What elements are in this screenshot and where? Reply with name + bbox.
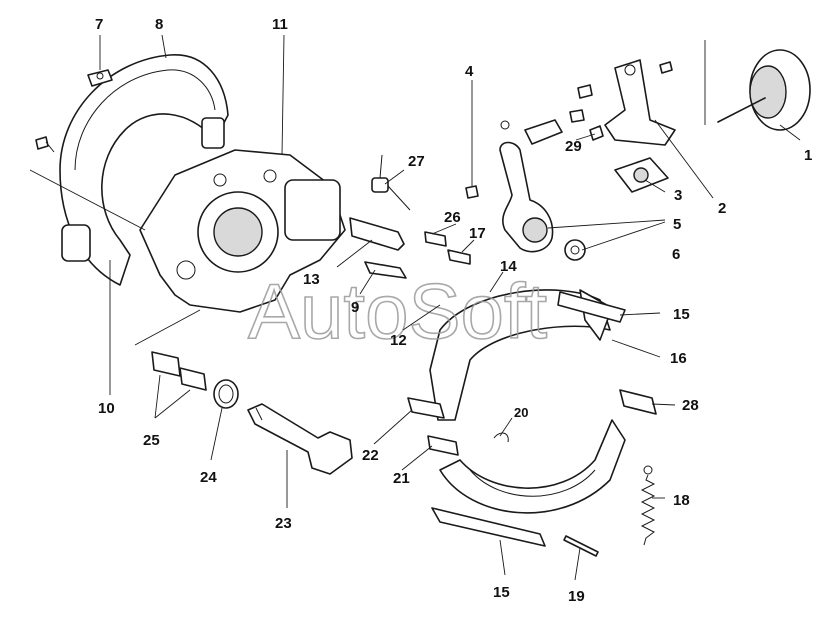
nut-part-29 — [589, 125, 604, 141]
callout-24: 24 — [200, 469, 217, 486]
clevis-icon — [500, 119, 563, 145]
callout-9: 9 — [351, 299, 359, 316]
brake-lining-part-15-lower — [431, 507, 546, 547]
callout-2: 2 — [718, 200, 726, 217]
pin-part-19 — [563, 535, 599, 557]
callout-20: 20 — [514, 405, 528, 420]
callout-1: 1 — [804, 147, 812, 164]
bolt-part-4 — [465, 185, 479, 199]
callout-4: 4 — [465, 63, 474, 80]
bushing-part-17 — [447, 249, 471, 265]
pin-part-9 — [364, 261, 407, 279]
callout-6: 6 — [672, 246, 680, 263]
callout-28: 28 — [682, 397, 699, 414]
callout-7: 7 — [95, 16, 103, 33]
seal-part-24 — [213, 379, 239, 409]
callout-17: 17 — [469, 225, 486, 242]
clip-part-20 — [493, 432, 509, 443]
dust-shield-part-8 — [59, 54, 229, 286]
grease-fitting-part-27 — [371, 154, 411, 211]
watermark: AutoSoft — [248, 267, 548, 355]
gasket-part-3 — [614, 157, 669, 193]
bushing-part-25 — [151, 351, 207, 391]
brake-carrier-part-11 — [139, 149, 346, 313]
callout-labels: 7 8 11 4 27 29 1 3 2 26 5 17 6 14 13 9 1… — [95, 16, 812, 605]
callout-15-lower: 15 — [493, 584, 510, 601]
washer-part-6 — [564, 239, 586, 261]
roller-part-28 — [619, 389, 657, 415]
callout-26: 26 — [444, 209, 461, 226]
callout-16: 16 — [670, 350, 687, 367]
callout-10: 10 — [98, 400, 115, 417]
callout-3: 3 — [674, 187, 682, 204]
callout-29: 29 — [565, 138, 582, 155]
callout-27: 27 — [408, 153, 425, 170]
slack-adjuster-part-5 — [499, 141, 554, 253]
roller-part-21 — [427, 435, 459, 456]
callout-22: 22 — [362, 447, 379, 464]
callout-15-upper: 15 — [673, 306, 690, 323]
bolt-icon — [35, 136, 55, 153]
callout-13: 13 — [303, 271, 320, 288]
brake-chamber-part-1 — [717, 49, 811, 131]
callout-25: 25 — [143, 432, 160, 449]
callout-21: 21 — [393, 470, 410, 487]
nut-part-7 — [87, 69, 113, 87]
callout-8: 8 — [155, 16, 163, 33]
camshaft-part-23 — [247, 403, 353, 475]
roller-part-22 — [407, 397, 445, 419]
callout-23: 23 — [275, 515, 292, 532]
screw-icon — [569, 61, 673, 123]
callout-19: 19 — [568, 588, 585, 605]
callout-18: 18 — [673, 492, 690, 509]
callout-11: 11 — [272, 16, 288, 33]
brake-lining-part-15-upper — [557, 291, 626, 323]
return-spring-part-18 — [640, 465, 656, 546]
lower-brake-shoe-icon — [439, 419, 626, 514]
leader-lines — [29, 34, 801, 581]
callout-12: 12 — [390, 332, 407, 349]
callout-14: 14 — [500, 258, 517, 275]
bushing-part-26 — [424, 231, 447, 247]
callout-5: 5 — [673, 216, 681, 233]
pin-part-13 — [349, 217, 405, 251]
